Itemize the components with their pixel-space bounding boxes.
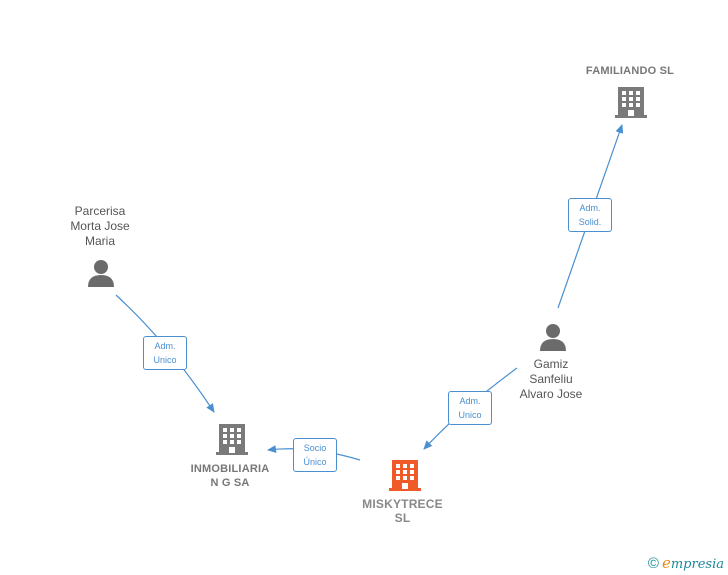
copyright-icon: © bbox=[647, 555, 659, 572]
edge-label-gamiz-miskytrece[interactable]: Adm. Unico bbox=[448, 391, 492, 425]
edge-label-line: Adm. bbox=[154, 341, 176, 351]
edge-label-line: Adm. bbox=[579, 203, 601, 213]
edge-label-line: Solid. bbox=[578, 217, 602, 227]
inmobiliaria-label-2: N G SA bbox=[210, 477, 250, 489]
miskytrece-label-1: MISKYTRECE bbox=[362, 497, 443, 511]
edge-label-gamiz-familiando[interactable]: Adm. Solid. bbox=[568, 198, 612, 232]
edge-label-line: Adm. bbox=[459, 396, 481, 406]
edge-label-parcerisa-inmobiliaria[interactable]: Adm. Unico bbox=[143, 336, 187, 370]
brand-text: mpresia bbox=[670, 557, 724, 572]
building-icon-familiando bbox=[615, 87, 647, 118]
familiando-label: FAMILIANDO SL bbox=[585, 65, 675, 77]
person-icon-gamiz bbox=[540, 324, 566, 351]
node-parcerisa[interactable]: Parcerisa Morta Jose Maria bbox=[50, 204, 150, 249]
parcerisa-label-1: Parcerisa bbox=[74, 204, 126, 218]
edge-label-line: Unico bbox=[458, 410, 482, 420]
brand-e: e bbox=[661, 554, 671, 572]
node-inmobiliaria[interactable]: INMOBILIARIA N G SA bbox=[175, 462, 285, 490]
node-miskytrece[interactable]: MISKYTRECE SL bbox=[345, 497, 460, 525]
building-icon-miskytrece bbox=[389, 460, 421, 491]
edge-label-miskytrece-inmobiliaria[interactable]: Socio Único bbox=[293, 438, 337, 472]
node-gamiz[interactable]: Gamiz Sanfeliu Alvaro Jose bbox=[500, 357, 602, 402]
miskytrece-label-2: SL bbox=[394, 511, 411, 525]
parcerisa-label-3: Maria bbox=[84, 234, 115, 248]
node-familiando[interactable]: FAMILIANDO SL bbox=[570, 64, 690, 78]
inmobiliaria-label-1: INMOBILIARIA bbox=[190, 463, 270, 475]
building-icon-inmobiliaria bbox=[216, 424, 248, 455]
brand-logo[interactable]: ©empresia bbox=[648, 554, 724, 572]
gamiz-label-1: Gamiz bbox=[533, 357, 569, 371]
parcerisa-label-2: Morta Jose bbox=[70, 219, 130, 233]
edge-label-line: Unico bbox=[153, 355, 177, 365]
edge-label-line: Socio bbox=[303, 443, 327, 453]
gamiz-label-2: Sanfeliu bbox=[529, 372, 573, 386]
edge-label-line: Único bbox=[303, 457, 327, 467]
gamiz-label-3: Alvaro Jose bbox=[519, 387, 583, 401]
person-icon-parcerisa bbox=[88, 260, 114, 287]
